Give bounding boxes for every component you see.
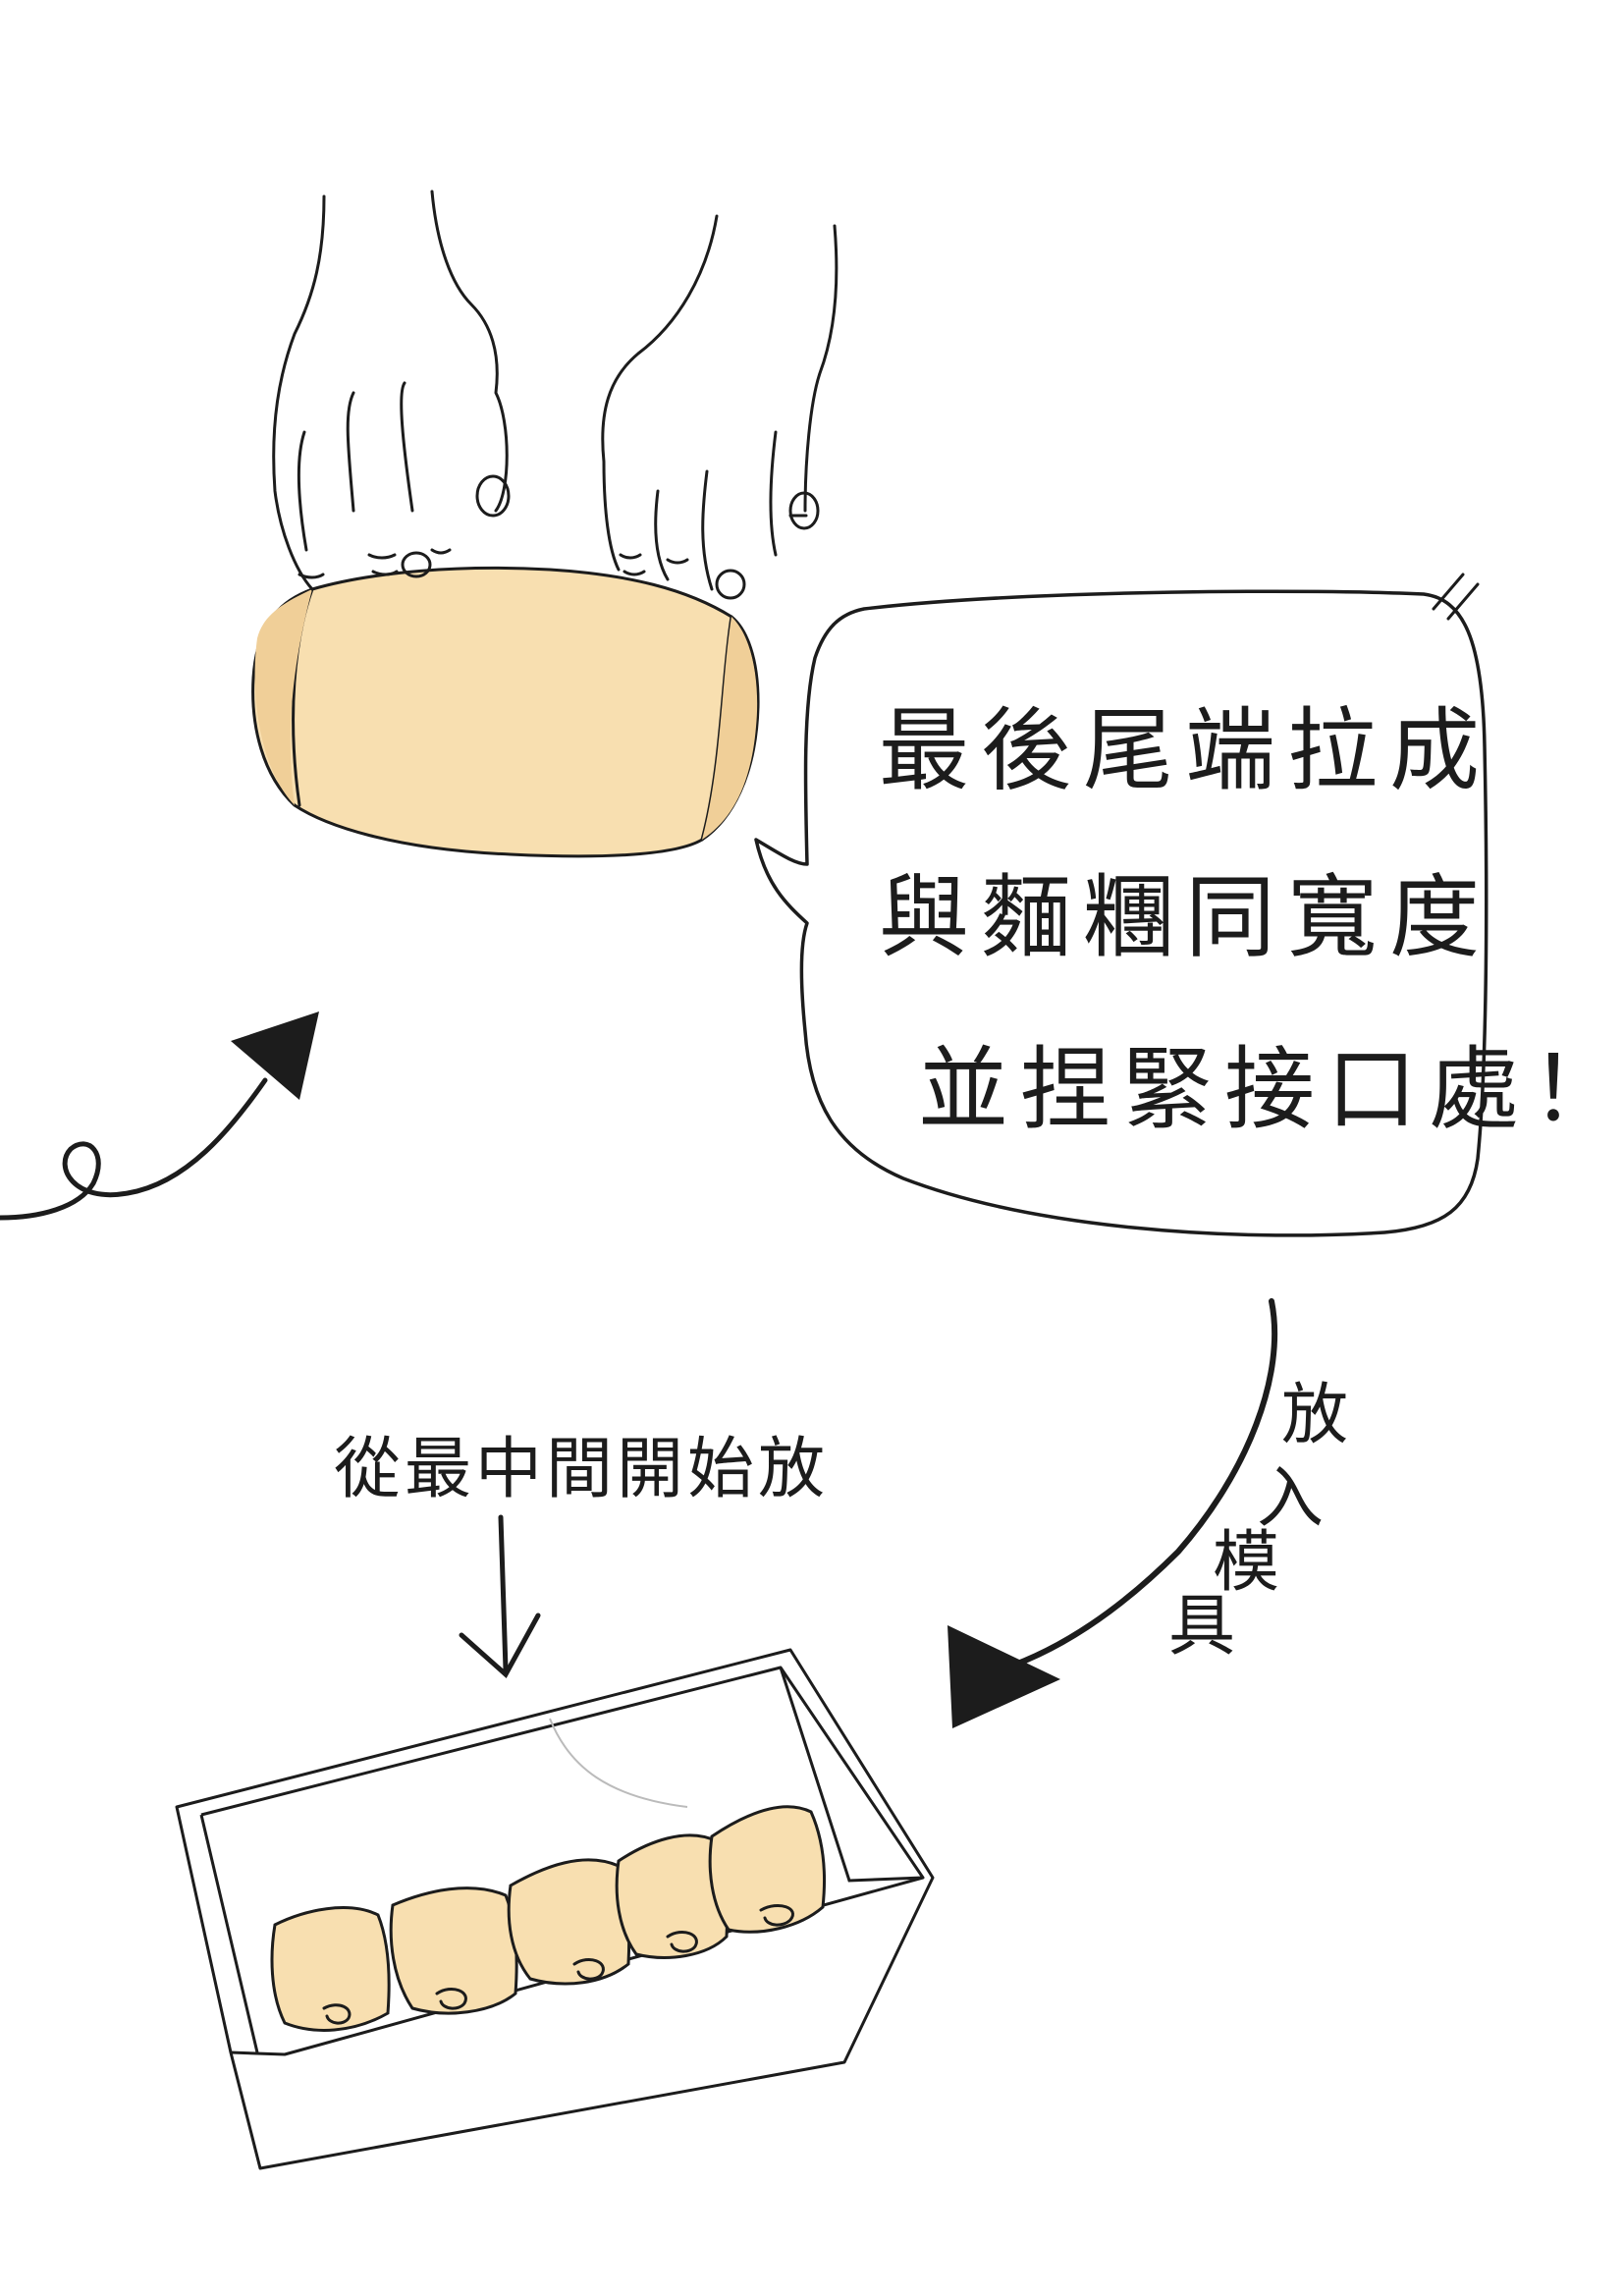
side-note-char: 放 [1281, 1377, 1349, 1454]
dough-roll [615, 1833, 730, 1959]
side-note-char: 具 [1168, 1588, 1236, 1666]
dough-roll [389, 1886, 518, 2015]
speech-bubble-shape [754, 573, 1489, 1237]
dough-roll [708, 1805, 826, 1934]
side-note-char: 模 [1213, 1524, 1280, 1602]
dough-log [251, 566, 760, 858]
start-from-middle-note: 從最中間開始放 [334, 1431, 830, 1508]
dough-roll [507, 1858, 631, 1986]
bubble-line-2: 與麵糰同寬度 [879, 865, 1492, 970]
dough-rolls [270, 1805, 826, 2032]
dough-roll [270, 1906, 391, 2032]
bubble-line-1: 最後尾端拉成 [879, 698, 1492, 803]
side-note-char: 入 [1257, 1460, 1325, 1538]
left-hand [272, 190, 509, 591]
bubble-line-3: 並捏緊接口處！ [918, 1037, 1624, 1142]
arrow-down [459, 1514, 541, 1678]
curly-arrow-up [0, 1011, 319, 1221]
arrow-into-mold [947, 1298, 1278, 1728]
right-hand [601, 214, 839, 591]
hands-rolling-dough [251, 190, 839, 858]
